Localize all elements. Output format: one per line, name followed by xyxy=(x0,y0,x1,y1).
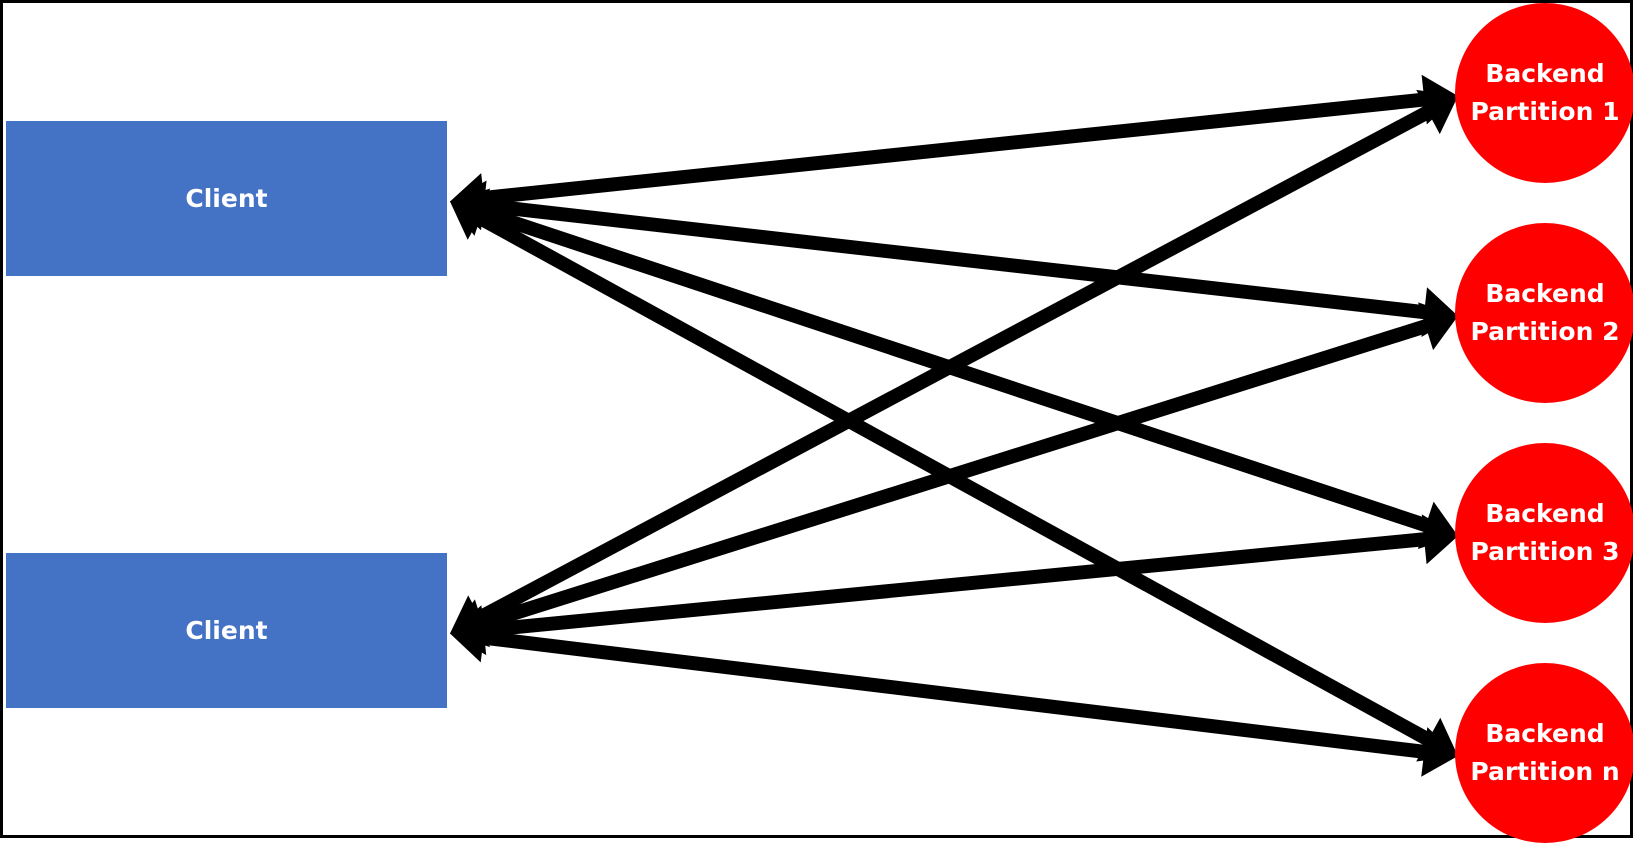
backend-partition-1: Backend Partition 1 xyxy=(1455,3,1633,183)
client-2-label: Client xyxy=(185,616,268,645)
backend-partition-n: Backend Partition n xyxy=(1455,663,1633,843)
client-box-1: Client xyxy=(6,121,447,276)
partition-3-line1: Backend xyxy=(1485,499,1605,528)
client-box-2: Client xyxy=(6,553,447,708)
arrow-client-2-partition-1 xyxy=(450,89,1458,640)
arrow-client-2-partition-n xyxy=(450,612,1458,777)
partition-n-line1: Backend xyxy=(1485,719,1605,748)
backend-partition-3: Backend Partition 3 xyxy=(1455,443,1633,623)
client-1-label: Client xyxy=(185,184,268,213)
arrow-client-1-partition-2 xyxy=(450,180,1458,337)
arrow-client-2-partition-2 xyxy=(450,302,1458,648)
partition-1-line2: Partition 1 xyxy=(1470,97,1620,126)
partition-1-line1: Backend xyxy=(1485,59,1605,88)
partition-n-line2: Partition n xyxy=(1470,757,1620,786)
arrow-client-1-partition-1 xyxy=(450,74,1458,223)
partition-3-line2: Partition 3 xyxy=(1470,537,1620,566)
arrow-client-2-partition-3 xyxy=(450,514,1458,656)
partition-2-line2: Partition 2 xyxy=(1470,317,1620,346)
partition-2-line1: Backend xyxy=(1485,279,1605,308)
connection-arrows xyxy=(450,74,1458,777)
backend-partition-2: Backend Partition 2 xyxy=(1455,223,1633,403)
